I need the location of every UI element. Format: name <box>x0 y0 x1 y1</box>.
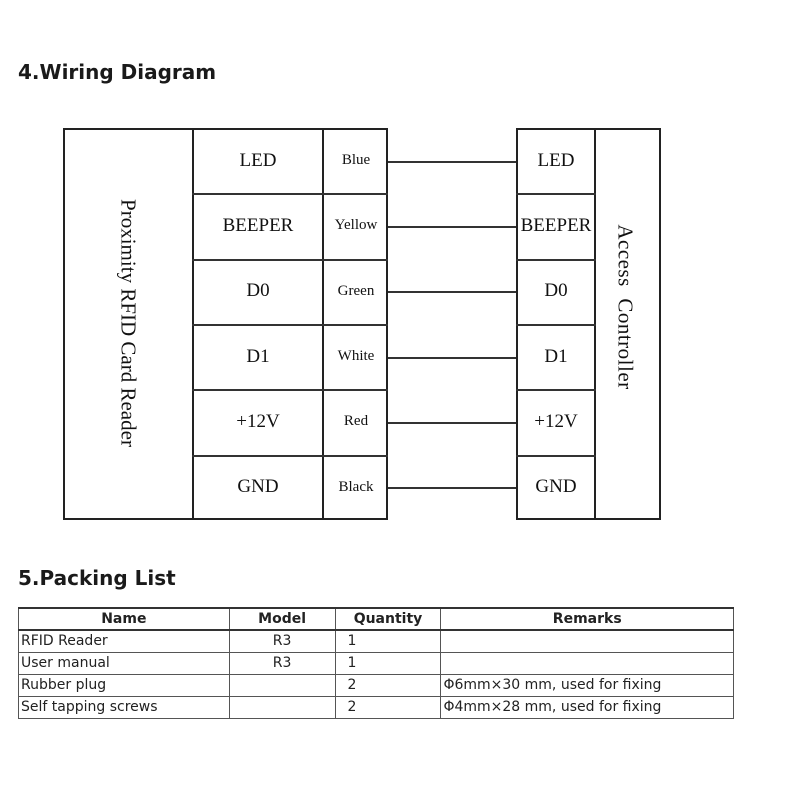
reader-signal-label: D0 <box>246 280 270 302</box>
wire-color-label: Yellow <box>334 217 378 234</box>
cell-quantity: 1 <box>334 629 442 653</box>
reader-row-divider <box>192 455 388 457</box>
cell-model <box>228 695 336 719</box>
reader-row-divider <box>192 389 388 391</box>
controller-signal-label: BEEPER <box>520 214 592 236</box>
reader-signal-label: LED <box>239 149 277 171</box>
cell-remarks <box>440 651 734 675</box>
cell-remarks <box>440 629 734 653</box>
controller-signal-label: GND <box>535 476 577 498</box>
controller-row-divider <box>516 193 596 195</box>
controller-row-divider <box>516 324 596 326</box>
table-row: User manual R3 1 <box>18 651 734 675</box>
controller-title-word-2: Controller <box>613 298 638 390</box>
wire-line <box>388 161 516 163</box>
controller-title: Access Controller <box>613 224 638 389</box>
controller-signal-label: LED <box>537 149 575 171</box>
controller-signal-label: D1 <box>544 345 568 367</box>
reader-signal-label: +12V <box>236 410 280 432</box>
reader-signal-label: D1 <box>246 345 270 367</box>
controller-signal-label: D0 <box>544 280 568 302</box>
table-row: RFID Reader R3 1 <box>18 629 734 653</box>
controller-row-divider <box>516 455 596 457</box>
wire-line <box>388 357 516 359</box>
table-row: Self tapping screws 2 Φ4mm×28 mm, used f… <box>18 695 734 719</box>
reader-signal-label: BEEPER <box>222 214 294 236</box>
controller-title-word-1: Access <box>613 224 638 287</box>
reader-row-divider <box>192 193 388 195</box>
cell-quantity: 1 <box>334 651 442 675</box>
section-title-packing: 5.Packing List <box>18 566 176 590</box>
wire-line <box>388 487 516 489</box>
wire-line <box>388 226 516 228</box>
controller-row-divider <box>516 389 596 391</box>
cell-name: Rubber plug <box>18 673 230 697</box>
header-name: Name <box>18 607 230 631</box>
cell-remarks: Φ4mm×28 mm, used for fixing <box>440 695 734 719</box>
wire-line <box>388 422 516 424</box>
wire-color-label: Red <box>343 413 369 430</box>
cell-model: R3 <box>228 651 336 675</box>
wire-color-label: Blue <box>341 152 371 169</box>
header-model: Model <box>228 607 336 631</box>
section-title-wiring: 4.Wiring Diagram <box>18 60 217 84</box>
reader-row-divider <box>192 259 388 261</box>
packing-list-table: Name Model Quantity Remarks RFID Reader … <box>18 607 734 719</box>
cell-quantity: 2 <box>334 695 442 719</box>
header-quantity: Quantity <box>334 607 442 631</box>
reader-row-divider <box>192 324 388 326</box>
wire-line <box>388 291 516 293</box>
cell-quantity: 2 <box>334 673 442 697</box>
cell-name: RFID Reader <box>18 629 230 653</box>
cell-model: R3 <box>228 629 336 653</box>
wire-color-label: Black <box>338 478 374 495</box>
header-remarks: Remarks <box>440 607 734 631</box>
controller-signal-label: +12V <box>534 410 578 432</box>
cell-model <box>228 673 336 697</box>
controller-row-divider <box>516 259 596 261</box>
wire-color-label: Green <box>337 282 375 299</box>
packing-header-row: Name Model Quantity Remarks <box>18 607 734 631</box>
cell-name: Self tapping screws <box>18 695 230 719</box>
reader-signal-label: GND <box>237 476 279 498</box>
cell-name: User manual <box>18 651 230 675</box>
wire-color-label: White <box>337 348 375 365</box>
reader-title: Proximity RFID Card Reader <box>116 199 141 447</box>
cell-remarks: Φ6mm×30 mm, used for fixing <box>440 673 734 697</box>
table-row: Rubber plug 2 Φ6mm×30 mm, used for fixin… <box>18 673 734 697</box>
